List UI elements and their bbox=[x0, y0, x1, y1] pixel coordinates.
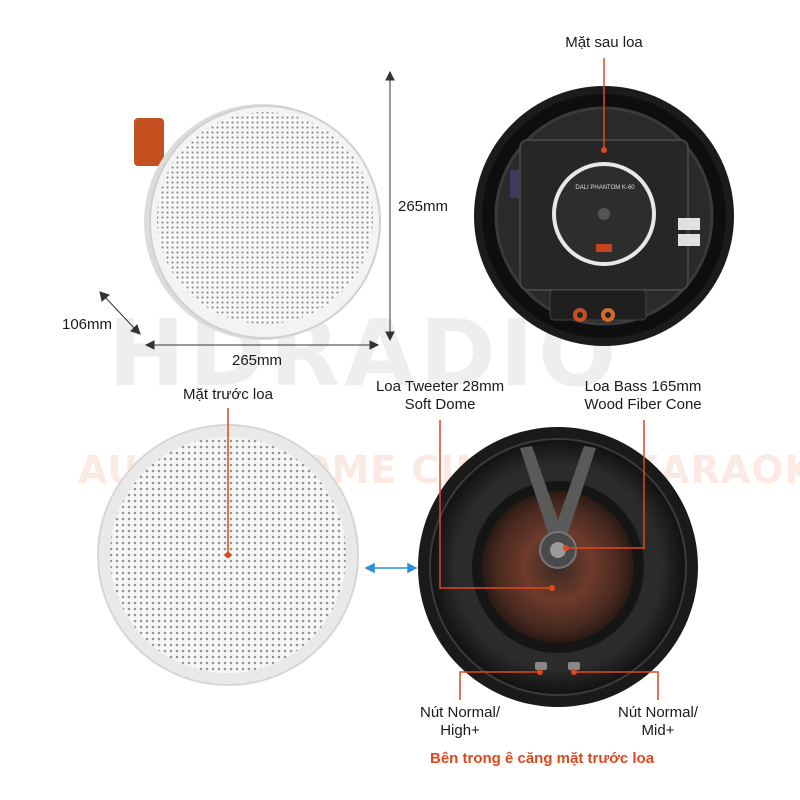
swap-arrow bbox=[364, 562, 418, 574]
front-label: Mặt trước loa bbox=[183, 386, 273, 403]
tweeter-label: Loa Tweeter 28mm Soft Dome bbox=[360, 378, 520, 414]
high-switch bbox=[535, 662, 547, 670]
dimension-height: 265mm bbox=[398, 198, 449, 215]
tweeter-arm bbox=[520, 446, 596, 545]
callout-dots bbox=[225, 147, 607, 675]
bass-label: Loa Bass 165mm Wood Fiber Cone bbox=[568, 378, 718, 414]
mid-switch-label-line1: Nút Normal/ bbox=[617, 704, 699, 721]
dimension-lines bbox=[99, 70, 395, 350]
driver-speaker bbox=[418, 427, 698, 707]
grille-mesh bbox=[157, 112, 373, 324]
product-label-model: DALI PHANTOM K-60 bbox=[575, 185, 635, 191]
tweeter-dome bbox=[550, 542, 566, 558]
tweeter-label-line2: Soft Dome bbox=[404, 396, 476, 413]
tweeter-label-line1: Loa Tweeter 28mm bbox=[375, 378, 505, 395]
mid-switch-label: Nút Normal/ Mid+ bbox=[600, 704, 716, 740]
top-front-speaker bbox=[134, 104, 381, 340]
high-switch-label: Nút Normal/ High+ bbox=[402, 704, 518, 740]
bass-label-line1: Loa Bass 165mm bbox=[584, 378, 702, 395]
high-switch-label-line2: High+ bbox=[440, 722, 480, 739]
bass-label-line2: Wood Fiber Cone bbox=[584, 396, 702, 413]
mid-switch-label-line2: Mid+ bbox=[641, 722, 675, 739]
mount-clip bbox=[134, 118, 164, 166]
mid-switch bbox=[568, 662, 580, 670]
dimension-width: 265mm bbox=[232, 352, 283, 369]
rear-speaker bbox=[474, 86, 734, 346]
inside-caption: Bên trong ê căng mặt trước loa bbox=[430, 750, 655, 767]
callout-lines bbox=[227, 58, 659, 700]
rear-label: Mặt sau loa bbox=[565, 34, 643, 51]
high-switch-label-line1: Nút Normal/ bbox=[419, 704, 501, 721]
dimension-depth: 106mm bbox=[62, 316, 113, 333]
